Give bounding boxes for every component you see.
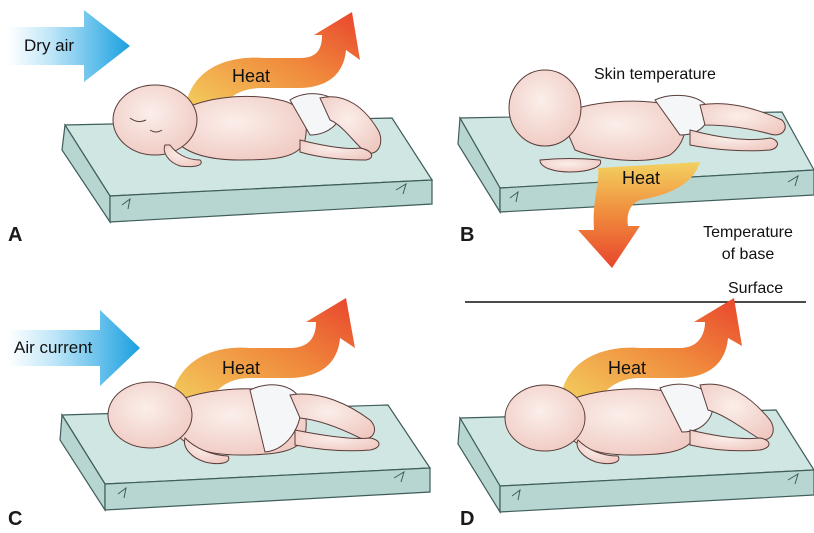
heat-label-a: Heat — [232, 66, 270, 87]
surface-label: Surface — [728, 280, 783, 298]
dry-air-label: Dry air — [24, 36, 74, 56]
skin-temperature-label: Skin temperature — [594, 66, 716, 84]
temperature-of-base-label: Temperature of base — [688, 222, 808, 266]
heat-label-d: Heat — [608, 358, 646, 379]
panel-letter-d: D — [460, 508, 474, 531]
panel-d — [458, 298, 814, 512]
panel-letter-b: B — [460, 224, 474, 247]
baby-a — [113, 85, 381, 167]
temperature-of-base-line1: Temperature — [688, 222, 808, 244]
heat-label-c: Heat — [222, 358, 260, 379]
panel-c — [8, 298, 430, 510]
air-current-label: Air current — [14, 338, 92, 358]
heat-label-b: Heat — [622, 168, 660, 189]
panel-letter-c: C — [8, 508, 22, 531]
panel-letter-a: A — [8, 224, 22, 247]
temperature-of-base-line2: of base — [688, 244, 808, 266]
